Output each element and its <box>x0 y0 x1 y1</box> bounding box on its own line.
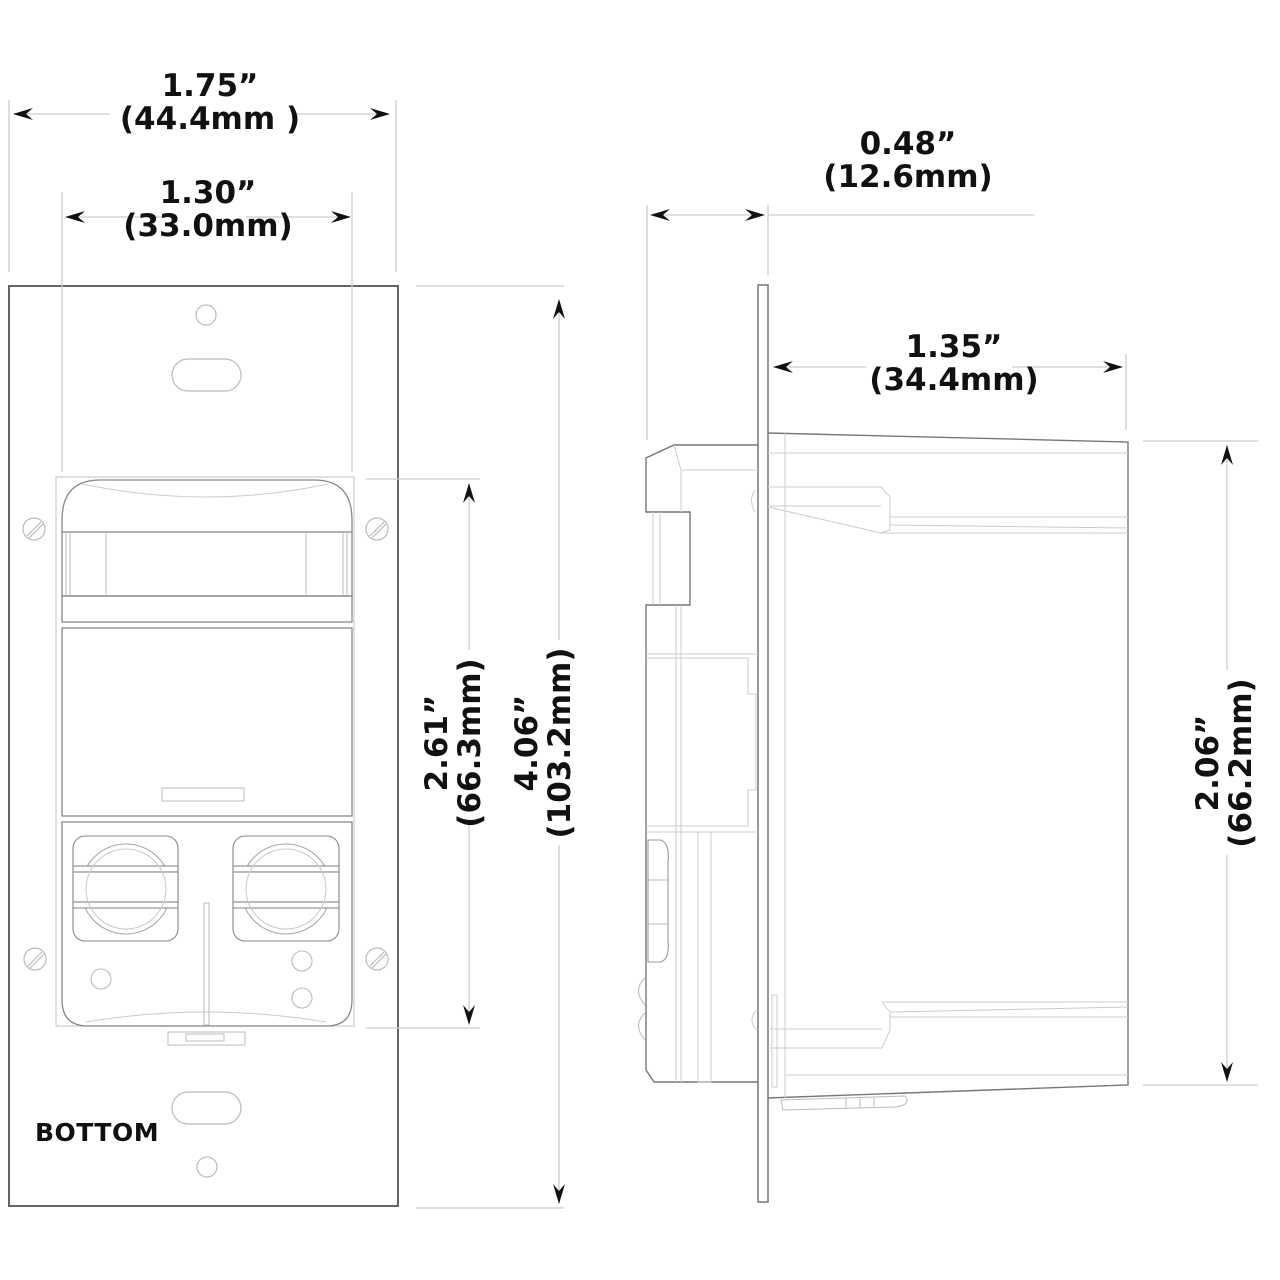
dimension-body-height: 2.61” (66.3mm) <box>419 633 497 853</box>
slot-hole-bottom <box>171 1091 242 1125</box>
dimension-inches: 4.06” <box>509 694 545 792</box>
plate-edge <box>757 284 769 1203</box>
dimension-inches: 1.75” <box>161 68 259 104</box>
dimension-inches: 1.35” <box>905 329 1003 365</box>
front-view <box>8 100 565 1209</box>
dimension-mm: (33.0mm) <box>123 208 293 245</box>
dimension-side-height: 2.06” (66.2mm) <box>1190 653 1268 873</box>
button-icon <box>72 835 179 942</box>
dimension-mm: (44.4mm ) <box>119 101 301 138</box>
dimension-overall-width: 1.75” (44.4mm ) <box>110 68 310 138</box>
dimension-inches: 1.30” <box>159 175 257 211</box>
bottom-panel <box>61 821 353 1027</box>
indicator-slot <box>161 787 245 802</box>
dimension-mm: (103.2mm) <box>542 647 579 839</box>
device-frame <box>55 476 355 1027</box>
dimension-plate-depth: 0.48” (12.6mm) <box>808 126 1008 196</box>
dimension-mm: (34.4mm) <box>869 362 1039 399</box>
front-cover-profile <box>645 444 758 1083</box>
orientation-label: BOTTOM <box>35 1118 160 1147</box>
dimension-inches: 0.48” <box>859 126 957 162</box>
middle-panel <box>61 627 353 817</box>
dimension-mm: (66.2mm) <box>1223 678 1260 848</box>
screw-icon <box>22 517 389 971</box>
dimension-inches: 2.06” <box>1190 714 1226 812</box>
dimension-body-depth: 1.35” (34.4mm) <box>854 329 1054 399</box>
dimension-mm: (12.6mm) <box>823 159 993 196</box>
dimension-inches: 2.61” <box>419 694 455 792</box>
dimension-overall-height: 4.06” (103.2mm) <box>509 623 587 863</box>
slide-switch <box>167 1031 246 1046</box>
button-icon <box>232 835 340 942</box>
lens-cover-top <box>61 479 353 532</box>
wall-plate-outline <box>8 285 399 1207</box>
back-box-profile <box>767 432 1129 1099</box>
dimension-mm: (66.3mm) <box>452 658 489 828</box>
mounting-hole-top <box>195 304 217 326</box>
mounting-hole-bottom <box>196 1156 218 1178</box>
side-view <box>638 205 1258 1203</box>
dimension-body-width: 1.30” (33.0mm) <box>108 175 308 245</box>
slot-hole-top <box>171 358 242 392</box>
